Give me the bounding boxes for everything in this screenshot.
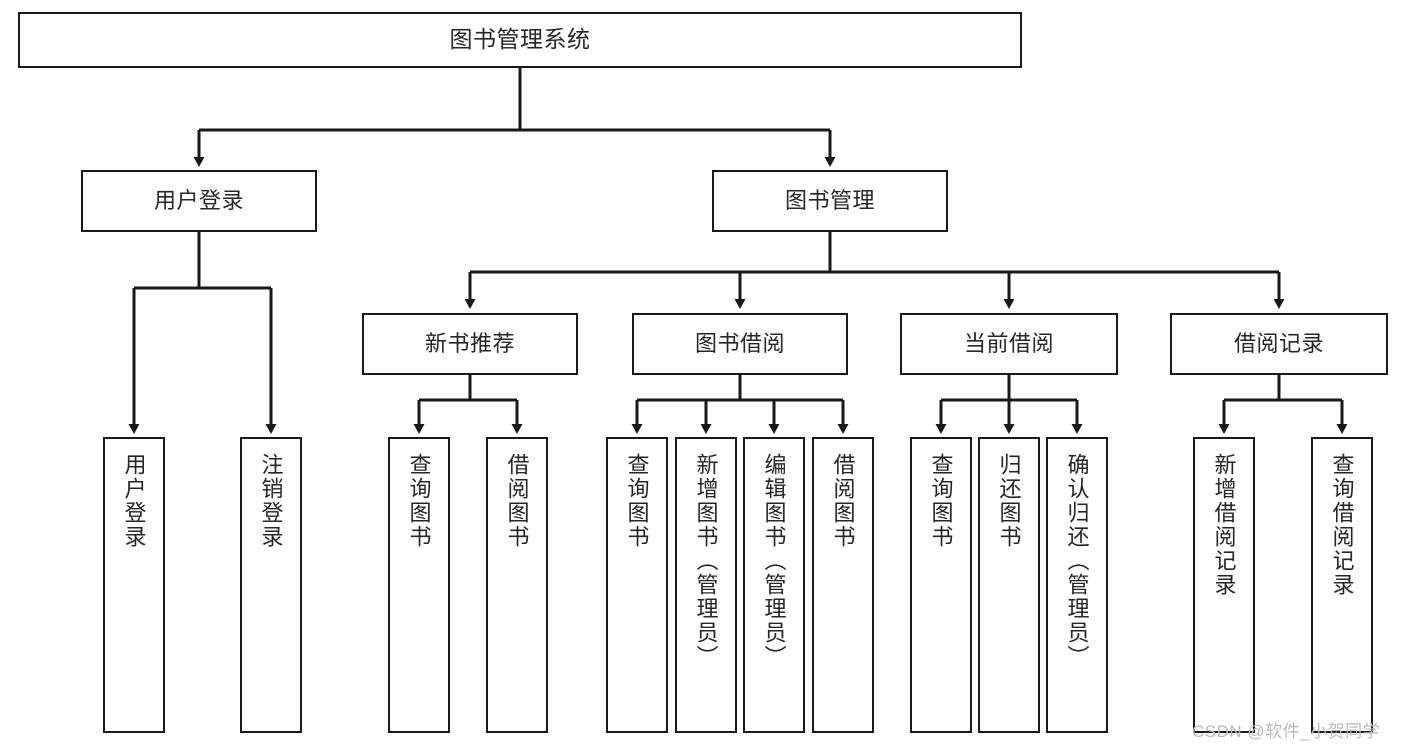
node-label: 编辑图书（管理员） [761, 453, 787, 669]
node-label: 新增借阅记录 [1211, 453, 1237, 597]
node-label: 图书管理 [784, 188, 875, 214]
node-root-book-management-system[interactable]: 图书管理系统 [18, 12, 1022, 68]
leaf-add-book-admin[interactable]: 新增图书（管理员） [675, 437, 737, 733]
leaf-query-books-new[interactable]: 查询图书 [388, 437, 450, 733]
leaf-logout[interactable]: 注销登录 [240, 437, 302, 733]
node-book-borrowing[interactable]: 图书借阅 [632, 313, 848, 375]
node-label: 查询图书 [624, 453, 650, 549]
leaf-borrow-books[interactable]: 借阅图书 [812, 437, 874, 733]
leaf-query-books-current[interactable]: 查询图书 [910, 437, 972, 733]
node-label: 查询借阅记录 [1329, 453, 1355, 597]
node-label: 当前借阅 [963, 331, 1054, 357]
node-label: 借阅图书 [830, 453, 856, 549]
node-book-management[interactable]: 图书管理 [712, 170, 948, 232]
node-label: 图书管理系统 [449, 26, 591, 53]
leaf-user-login[interactable]: 用户登录 [103, 437, 165, 733]
node-label: 图书借阅 [694, 331, 785, 357]
node-user-login[interactable]: 用户登录 [81, 170, 317, 232]
node-label: 归还图书 [996, 453, 1022, 549]
node-label: 用户登录 [153, 188, 244, 214]
node-borrowing-records[interactable]: 借阅记录 [1170, 313, 1388, 375]
node-current-borrowing[interactable]: 当前借阅 [900, 313, 1118, 375]
node-label: 查询图书 [928, 453, 954, 549]
csdn-watermark: CSDN @软件_小贺同学 [1192, 722, 1381, 741]
leaf-query-books-borrow[interactable]: 查询图书 [606, 437, 668, 733]
node-label: 查询图书 [406, 453, 432, 549]
node-label: 用户登录 [121, 453, 147, 549]
leaf-edit-book-admin[interactable]: 编辑图书（管理员） [743, 437, 805, 733]
node-label: 新书推荐 [424, 331, 515, 357]
node-new-book-recommendation[interactable]: 新书推荐 [362, 313, 578, 375]
node-label: 借阅图书 [504, 453, 530, 549]
node-label: 确认归还（管理员） [1064, 453, 1090, 669]
leaf-borrow-books-new[interactable]: 借阅图书 [486, 437, 548, 733]
leaf-add-borrow-record[interactable]: 新增借阅记录 [1193, 437, 1255, 733]
leaf-confirm-return-admin[interactable]: 确认归还（管理员） [1046, 437, 1108, 733]
leaf-query-borrow-record[interactable]: 查询借阅记录 [1311, 437, 1373, 733]
leaf-return-books[interactable]: 归还图书 [978, 437, 1040, 733]
node-label: 借阅记录 [1233, 331, 1324, 357]
node-label: 新增图书（管理员） [693, 453, 719, 669]
node-label: 注销登录 [258, 453, 284, 549]
